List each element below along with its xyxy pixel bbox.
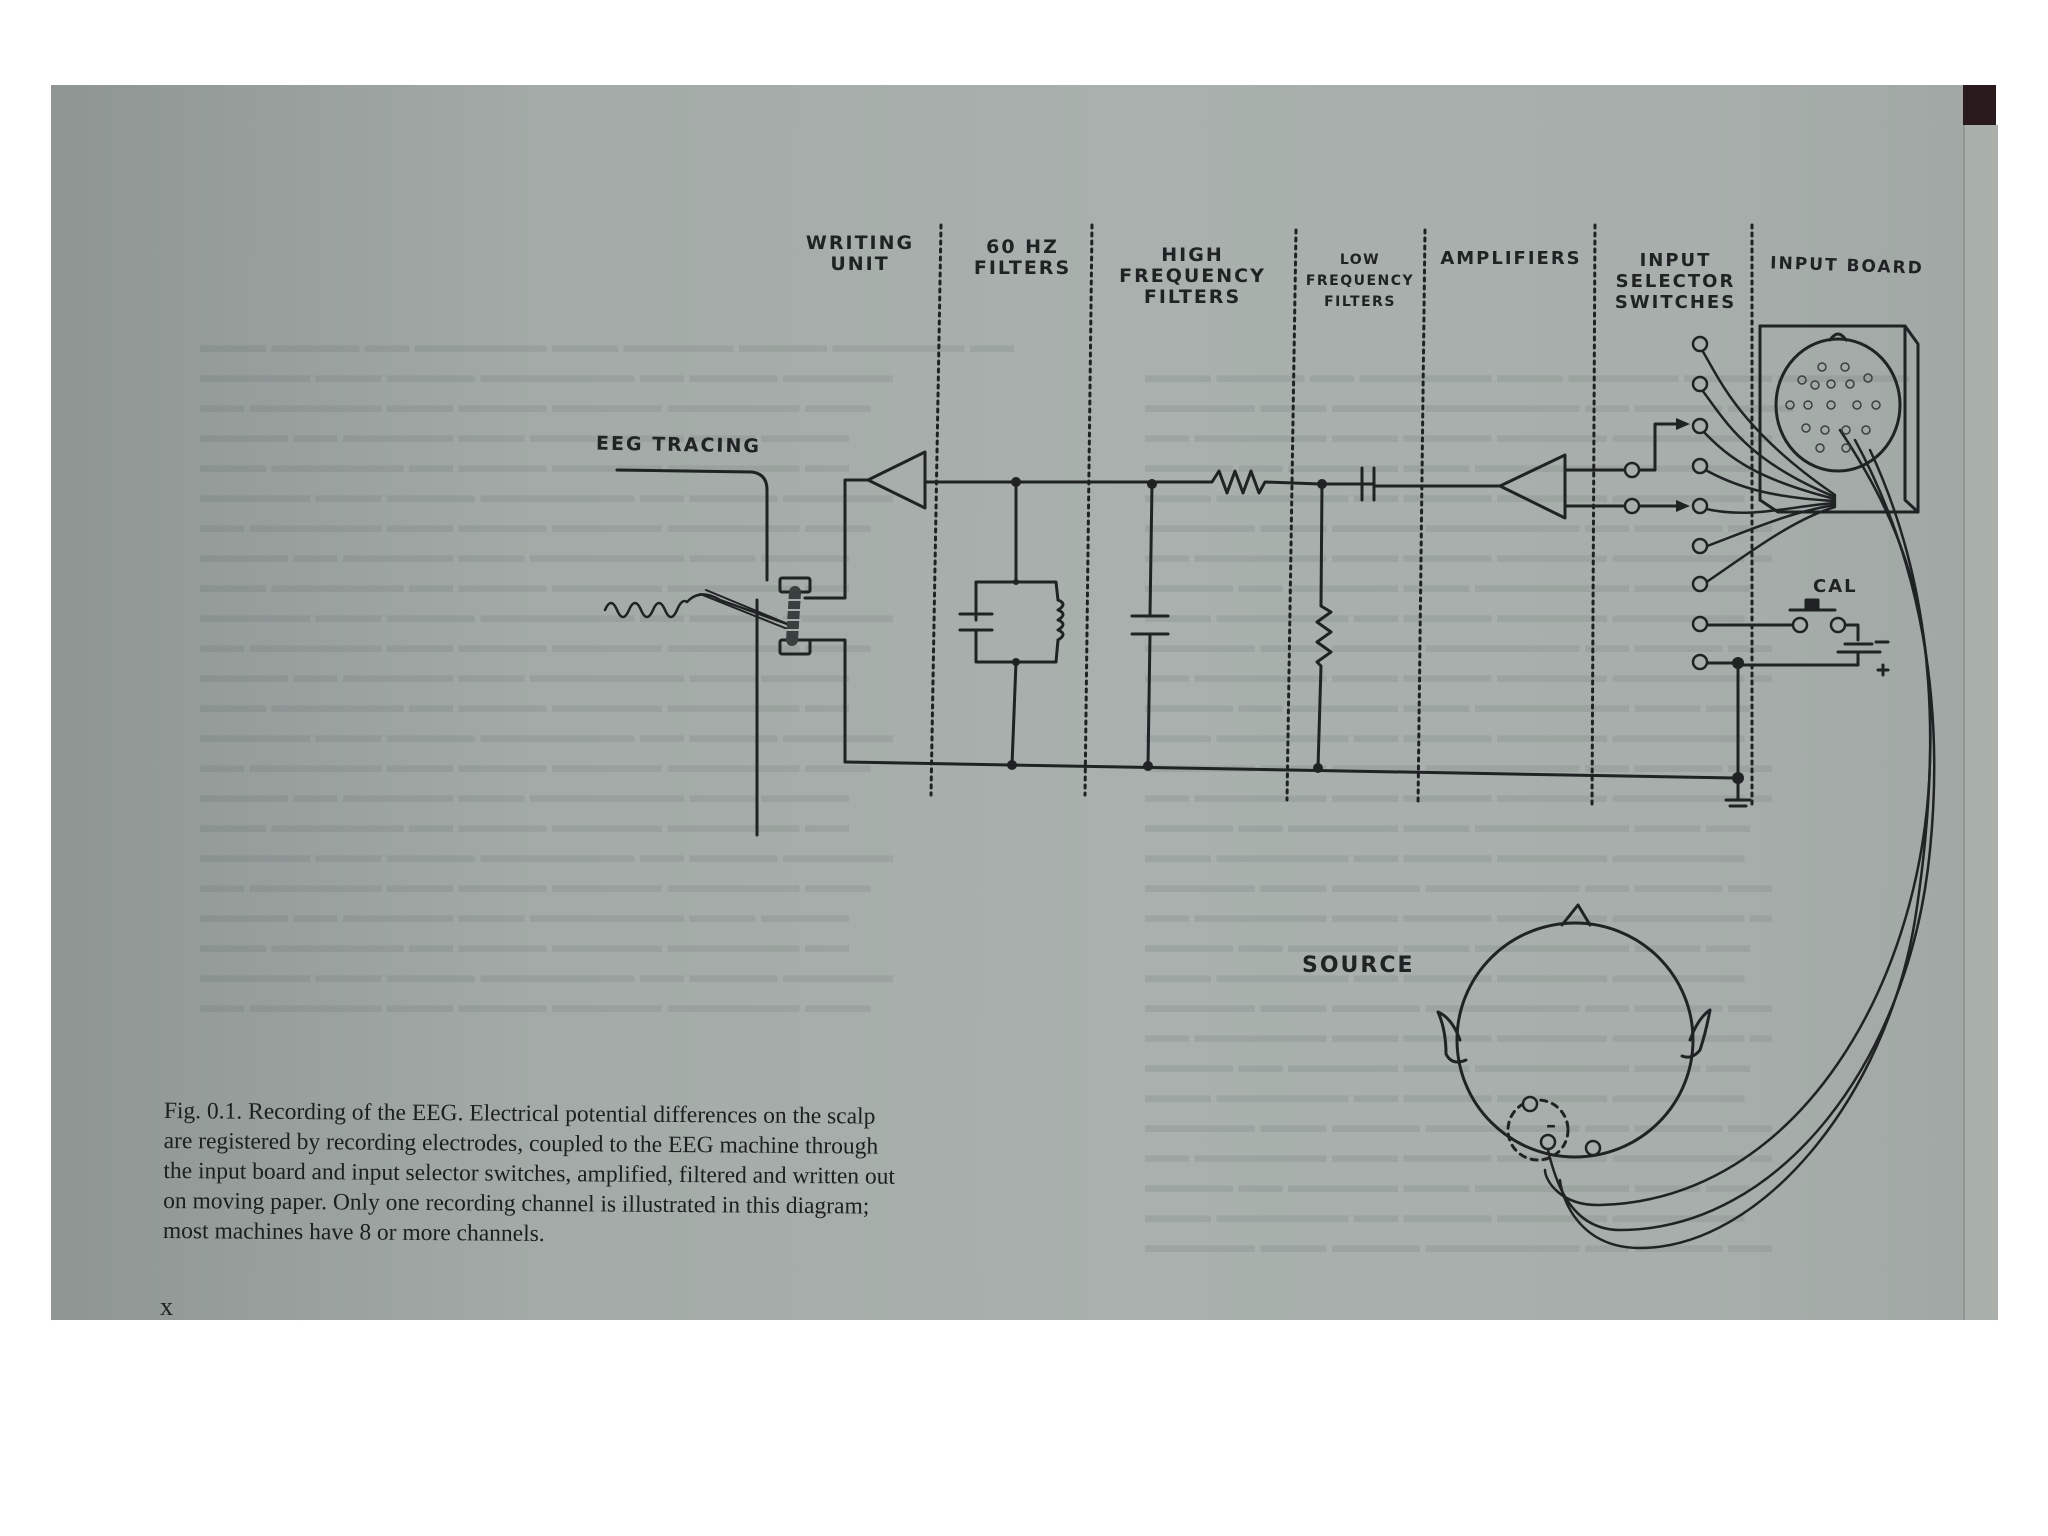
selector-terminals	[1521, 335, 1847, 1157]
header-line: SELECTOR	[1615, 271, 1736, 292]
ground-line	[843, 760, 1737, 780]
lc-notch-filter	[958, 480, 1065, 767]
book-cover-edge	[1963, 85, 1996, 125]
header-line: AMPLIFIERS	[1440, 248, 1582, 269]
writing-amplifier-triangle	[866, 450, 927, 510]
differential-amplifier-triangle	[1498, 453, 1567, 520]
header-line: FILTERS	[1324, 294, 1396, 310]
header-writing-unit: WRITING UNIT	[780, 233, 940, 275]
eeg-tracing-label: EEG TRACING	[595, 432, 762, 458]
input-board-box	[1758, 324, 1920, 514]
header-line: HIGH	[1161, 244, 1224, 266]
bleed-through-text-left: ▬▬▬ ▬▬▬▬ ▬▬ ▬▬▬▬▬▬ ▬▬▬ ▬▬▬▬▬ ▬▬▬▬ ▬▬▬▬▬▬…	[200, 332, 1014, 1017]
header-input-selector-switches: INPUT SELECTOR SWITCHES	[1598, 250, 1753, 313]
source-label: SOURCE	[1302, 953, 1415, 978]
header-amplifiers: AMPLIFIERS	[1428, 248, 1594, 269]
eeg-tracing-paper	[615, 468, 769, 837]
header-line: SWITCHES	[1614, 292, 1737, 313]
eeg-trace-waveform	[603, 593, 792, 627]
header-line: WRITING	[805, 232, 915, 254]
writing-pen	[699, 589, 796, 633]
board-electrode-sites	[1785, 362, 1881, 453]
junction-dots	[1007, 477, 1744, 784]
header-line: LOW	[1339, 252, 1381, 268]
page-edge	[1963, 125, 1998, 1320]
header-line: FREQUENCY	[1305, 273, 1415, 289]
electrode-minus-label: –	[1546, 1113, 1558, 1137]
source-head	[1436, 903, 1712, 1162]
header-low-frequency-filters: LOW FREQUENCY FILTERS	[1296, 250, 1424, 313]
header-60hz-filters: 60 HZ FILTERS	[950, 237, 1095, 279]
hf-series-resistor	[1198, 469, 1374, 495]
page-number: x	[160, 1292, 173, 1321]
cal-label: CAL	[1813, 576, 1858, 597]
header-high-frequency-filters: HIGH FREQUENCY FILTERS	[1100, 245, 1285, 308]
ground-symbol	[1724, 661, 1752, 808]
header-line: INPUT	[1639, 250, 1712, 271]
electrode-cables	[1543, 428, 1936, 1250]
figure-caption: Fig. 0.1. Recording of the EEG. Electric…	[163, 1096, 1054, 1253]
hf-shunt-capacitor	[1130, 482, 1170, 768]
selector-wires	[1700, 348, 1837, 587]
header-line: 60 HZ	[986, 236, 1059, 258]
selector-arrows	[1676, 418, 1690, 512]
galvanometer-coil	[778, 576, 812, 656]
header-line: FREQUENCY	[1119, 265, 1266, 287]
header-line: FILTERS	[973, 257, 1072, 279]
header-line: FILTERS	[1143, 286, 1242, 308]
book-page-photo	[51, 85, 1996, 1320]
lf-shunt-resistor	[1315, 482, 1333, 770]
header-line: UNIT	[830, 253, 890, 275]
stage-dividers	[929, 223, 1754, 810]
cal-switch	[1700, 598, 1890, 677]
